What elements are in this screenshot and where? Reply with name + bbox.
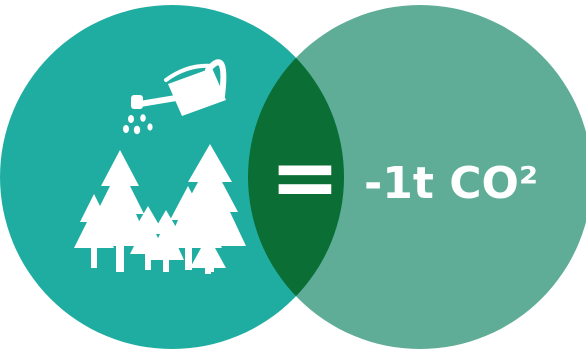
equals-symbol: = [270,128,340,226]
right-circle [248,5,586,349]
left-circle [0,5,344,349]
co2-result-label: -1t CO² [364,158,538,209]
forest-trees-icon [74,144,246,274]
watering-can-icon [131,59,227,116]
water-drops-icon [123,114,153,135]
